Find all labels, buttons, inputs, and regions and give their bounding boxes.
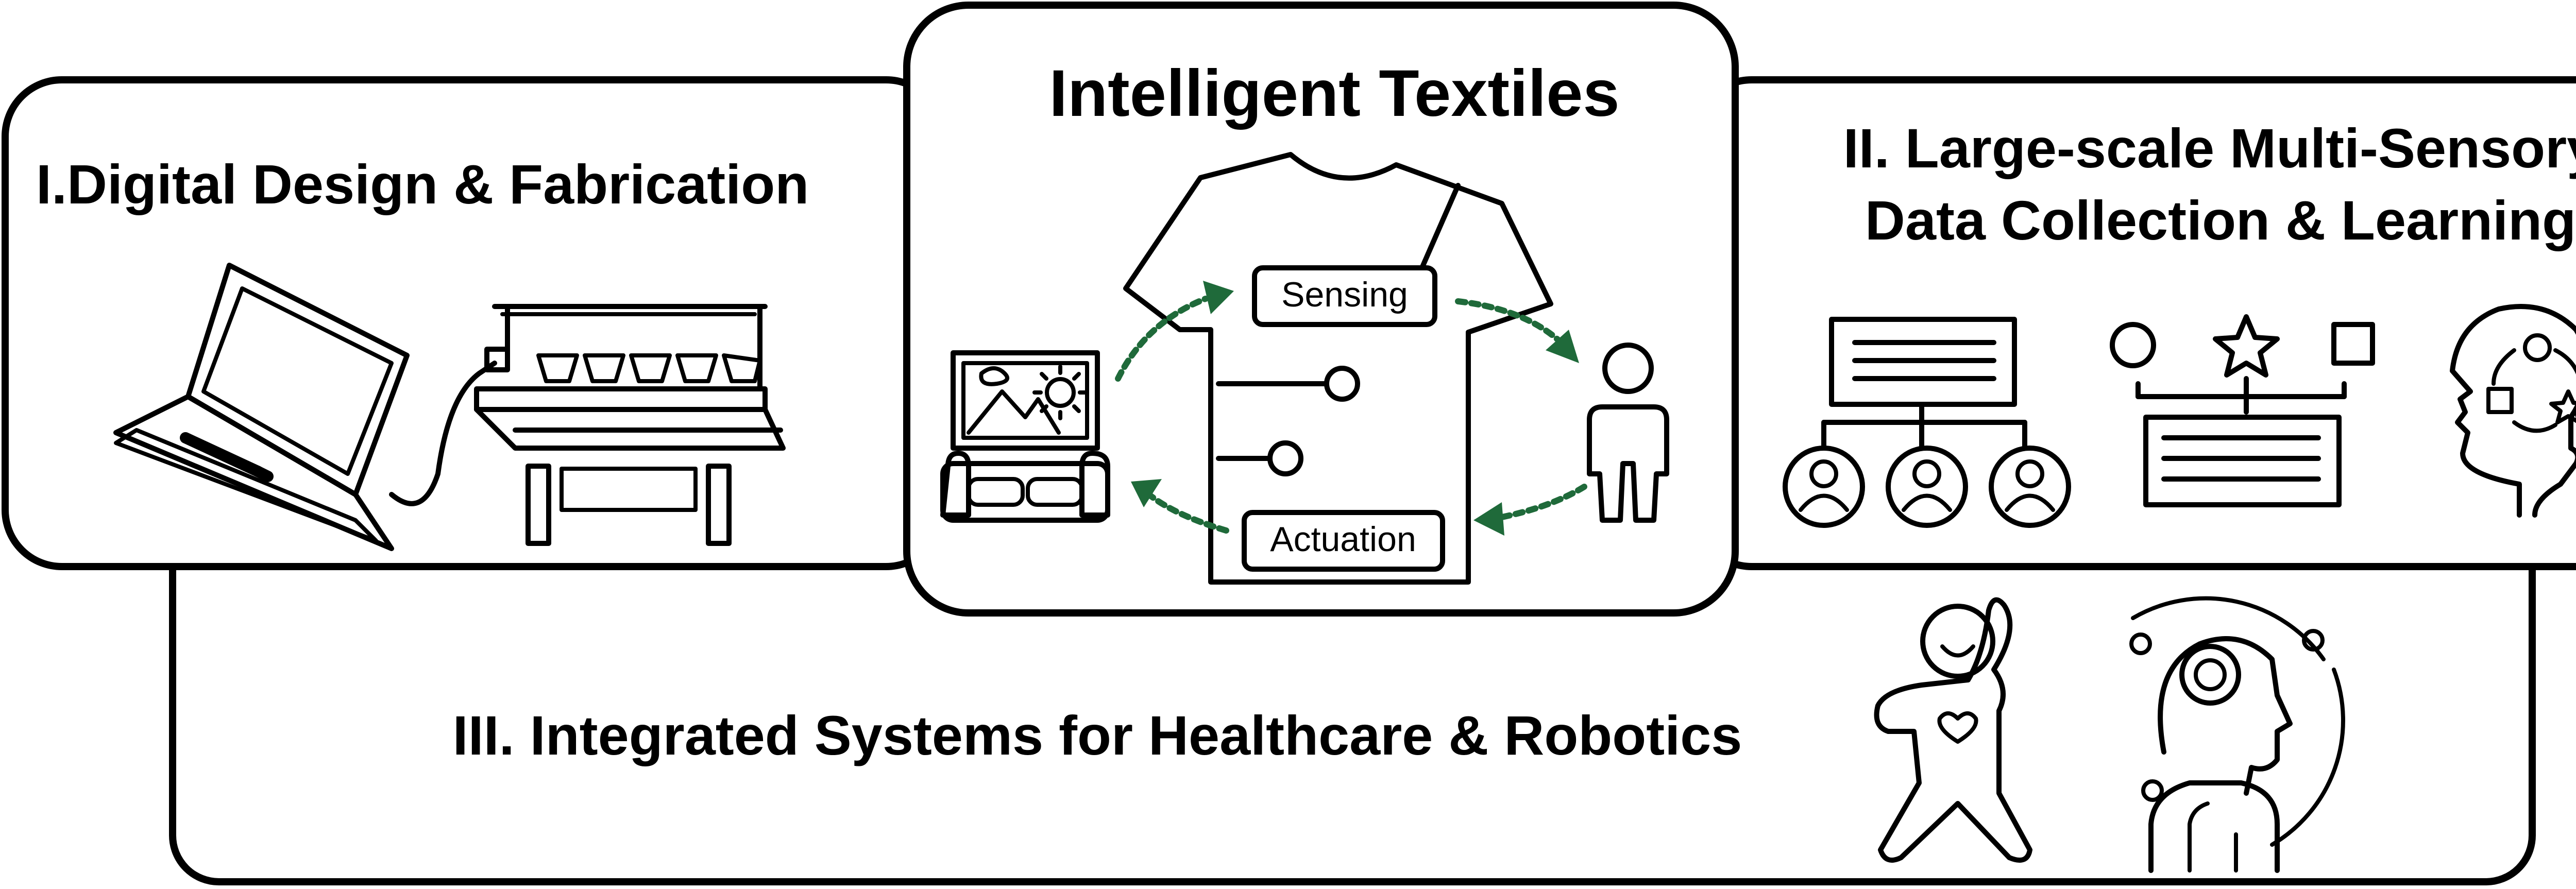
section-2-title-line2: Data Collection & Learning bbox=[1865, 189, 2576, 251]
arrow-from-actuation bbox=[1146, 491, 1229, 534]
section-3-title: III. Integrated Systems for Healthcare &… bbox=[453, 704, 1742, 766]
arrow-from-sensing bbox=[1455, 298, 1564, 346]
fitness-icon bbox=[1874, 597, 2032, 863]
user-avatar-icon bbox=[1989, 446, 2071, 528]
section-2-title-line1: II. Large-scale Multi-Sensory bbox=[1843, 117, 2576, 179]
cable-icon bbox=[389, 361, 497, 506]
laptop-icon bbox=[113, 263, 410, 551]
robot-icon bbox=[2129, 596, 2345, 873]
arrow-head-sensing bbox=[1203, 281, 1234, 314]
arrow-head-actuation bbox=[1473, 502, 1504, 536]
section-1-title: I.Digital Design & Fabrication bbox=[36, 153, 809, 215]
shirt-icon: Sensing Actuation bbox=[1123, 152, 1553, 585]
panel-intelligent-textiles bbox=[903, 2, 1739, 617]
flow-arrows bbox=[1115, 281, 1587, 536]
center-title: Intelligent Textiles bbox=[1049, 57, 1619, 130]
hierarchy-icon bbox=[1783, 317, 2071, 528]
user-avatar-icon bbox=[1783, 446, 1865, 528]
person-icon bbox=[1587, 343, 1669, 523]
arrow-head-room bbox=[1131, 479, 1162, 507]
shapes-icon bbox=[2110, 314, 2375, 507]
arrow-to-sensing bbox=[1115, 296, 1209, 382]
actuation-label: Actuation bbox=[1270, 520, 1416, 559]
user-avatar-icon bbox=[1886, 446, 1968, 528]
knitting-machine-icon bbox=[474, 304, 786, 546]
sofa-scene-icon bbox=[940, 350, 1110, 523]
arrow-to-actuation bbox=[1496, 484, 1587, 521]
sensing-label: Sensing bbox=[1281, 275, 1408, 314]
head-icon bbox=[2450, 304, 2576, 518]
arrow-head-person bbox=[1546, 330, 1579, 363]
